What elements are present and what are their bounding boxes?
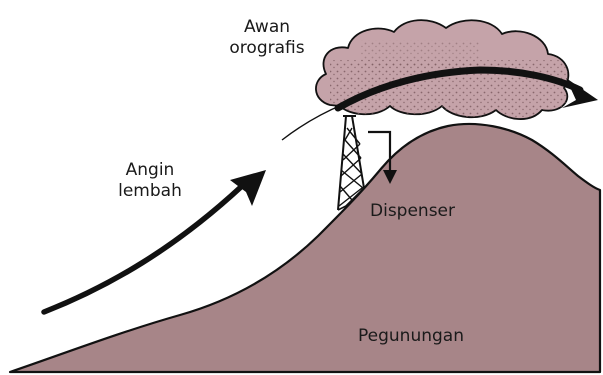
valley-wind-label-line1: Angin	[113, 160, 187, 181]
airflow-line	[282, 104, 344, 140]
mountain-shape	[10, 124, 600, 372]
valley-wind-label: Angin lembah	[113, 160, 187, 202]
cloud-label-line2: orografis	[218, 38, 316, 59]
valley-wind-label-line2: lembah	[113, 181, 187, 202]
mountain-label: Pegunungan	[358, 326, 464, 347]
cloud-label: Awan orografis	[218, 17, 316, 59]
dispenser-label: Dispenser	[370, 201, 455, 222]
cloud-label-line1: Awan	[218, 17, 316, 38]
